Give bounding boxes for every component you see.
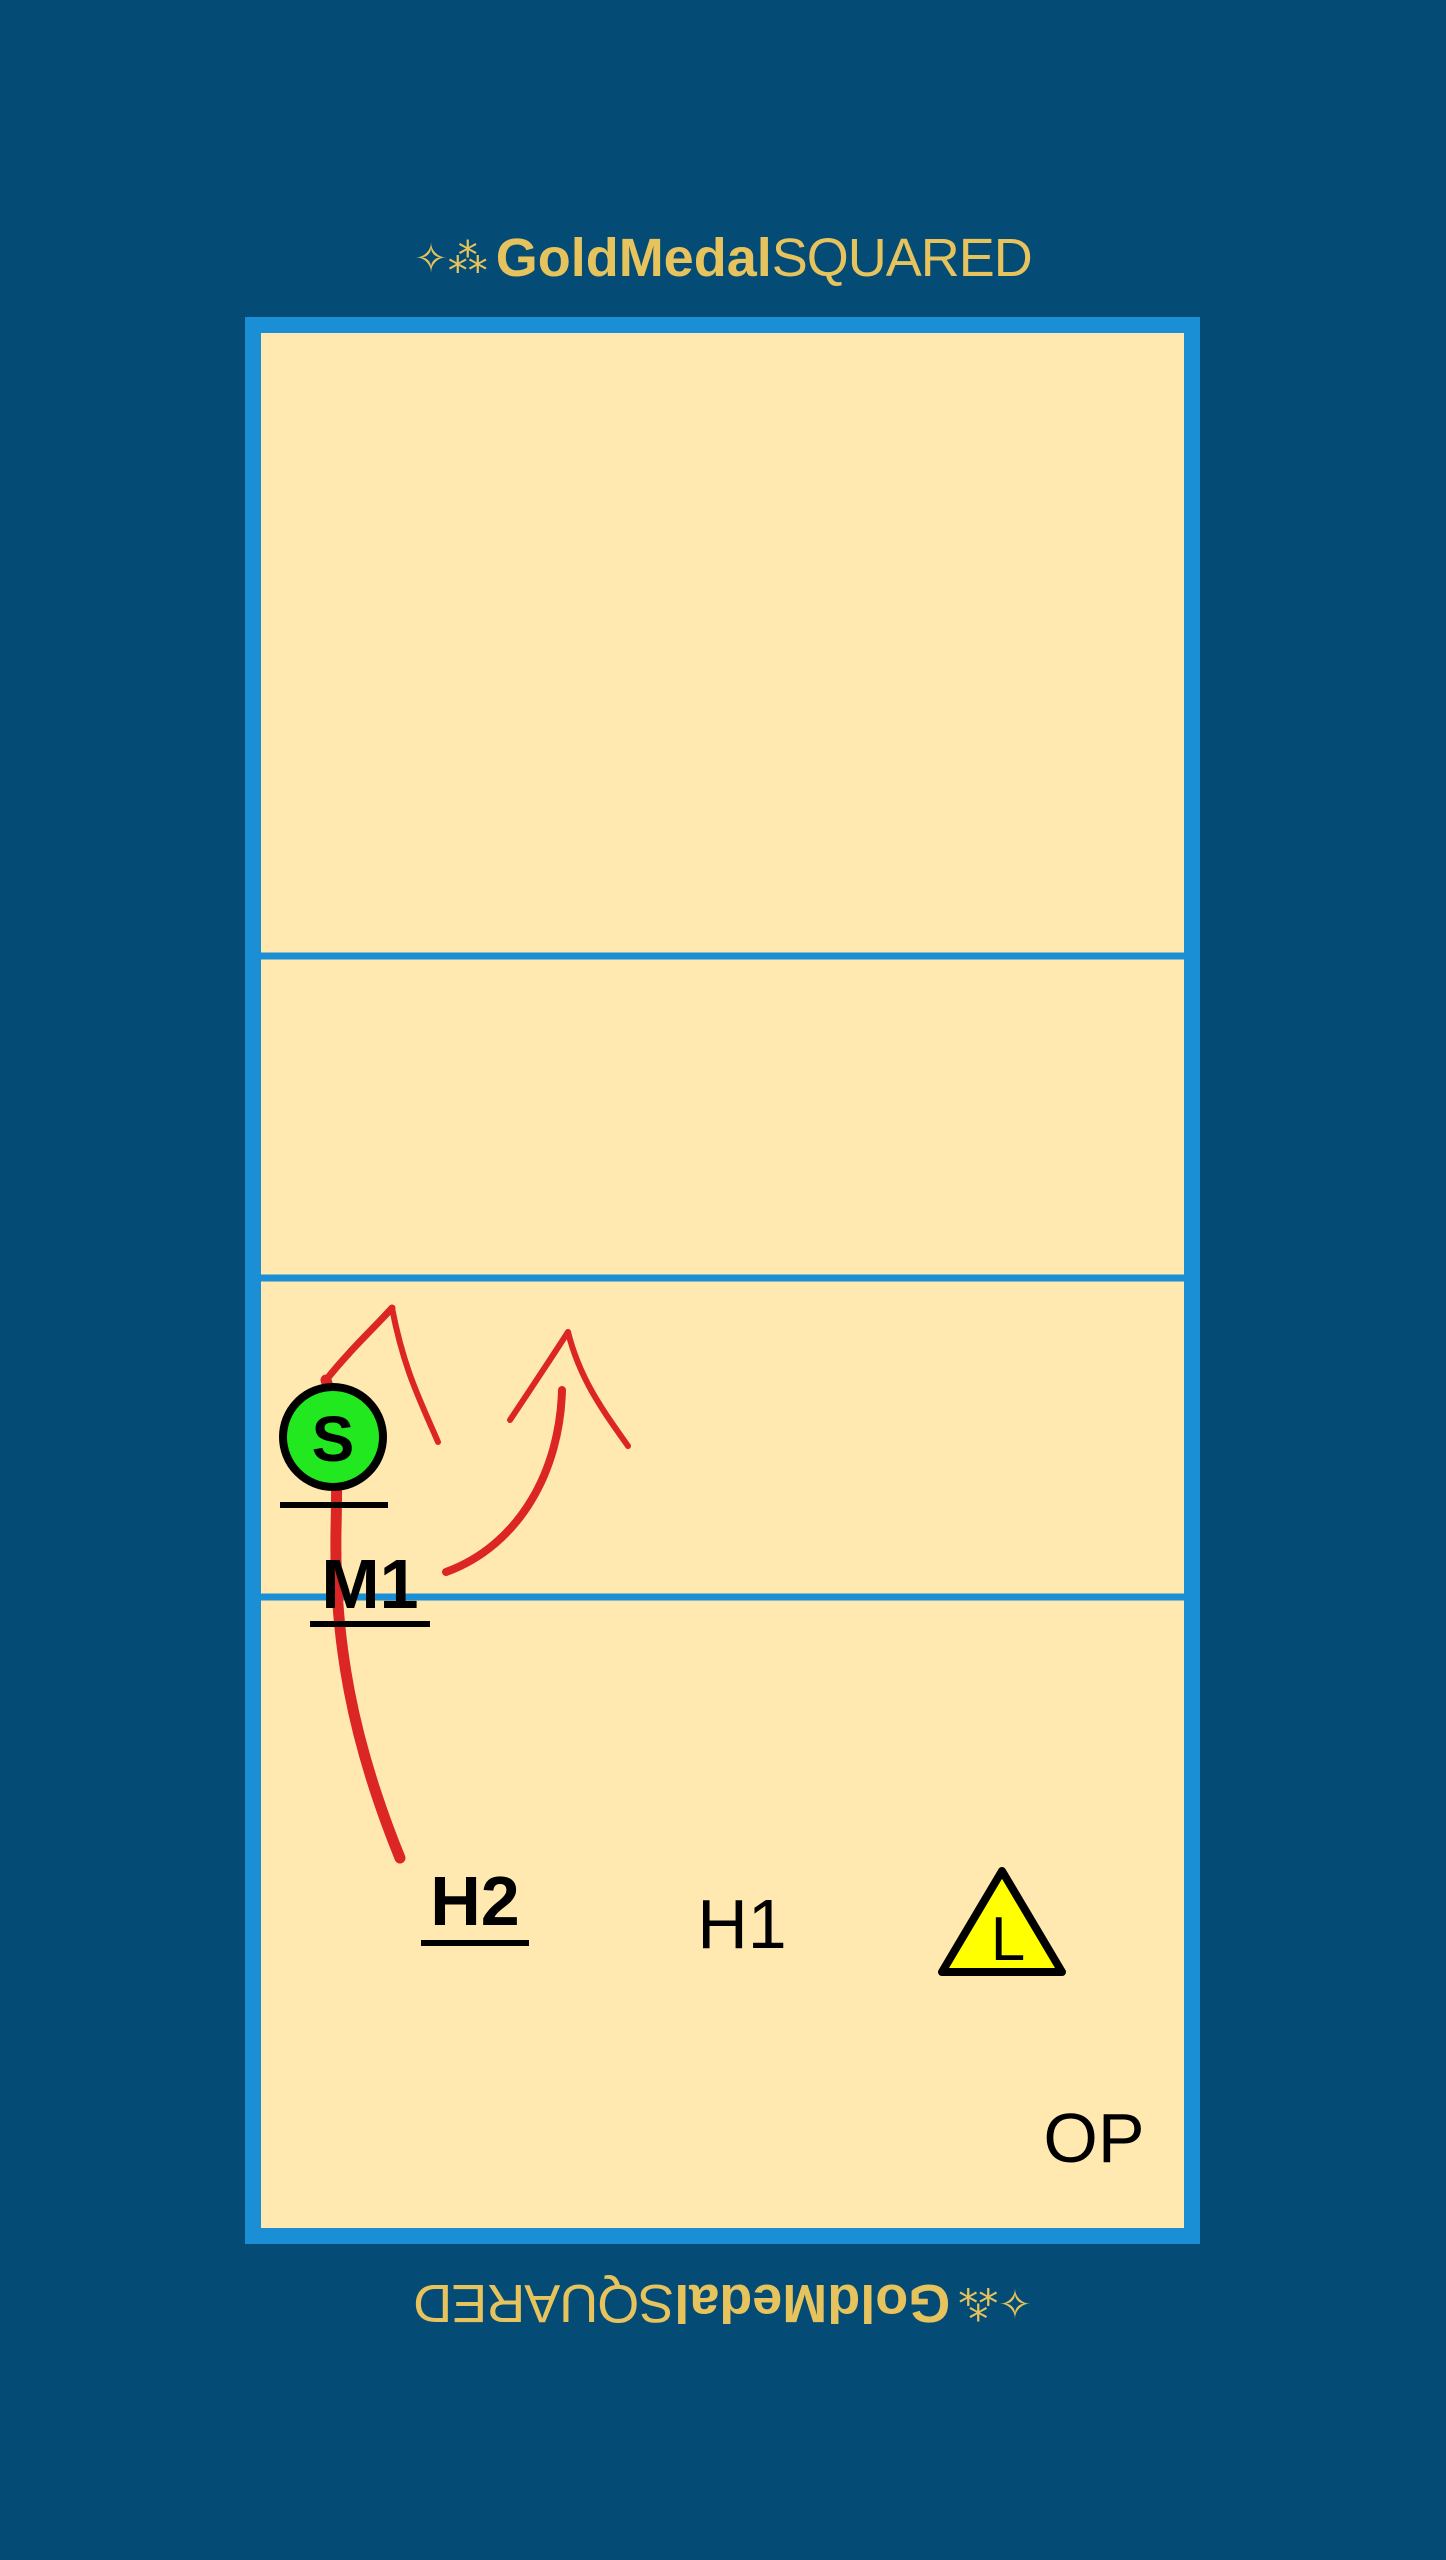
libero-marker: L [938,1867,1066,1976]
logo-bold-text: GoldMedal [674,2273,951,2333]
logo-top: ✧⁂GoldMedalSQUARED [0,228,1446,289]
logo-light-text: SQUARED [414,2273,675,2333]
logo-bottom: ✧⁂GoldMedalSQUARED [0,2272,1446,2333]
curved-arrow-icon [442,1329,631,1576]
h2-label: H2 [430,1862,519,1940]
setter-label: S [312,1403,355,1475]
h1-label: H1 [697,1885,786,1963]
stars-icon: ✧⁂ [958,2280,1032,2324]
logo-light-text: SQUARED [771,228,1033,288]
libero-label: L [991,1905,1025,1974]
m1-label: M1 [321,1545,418,1623]
triangle-icon [938,1867,1066,1976]
op-label: OP [1043,2099,1144,2177]
setter-marker: S [279,1383,388,1508]
stars-icon: ✧⁂ [414,237,488,281]
logo-bold-text: GoldMedal [495,228,772,288]
circle-icon [279,1383,387,1491]
